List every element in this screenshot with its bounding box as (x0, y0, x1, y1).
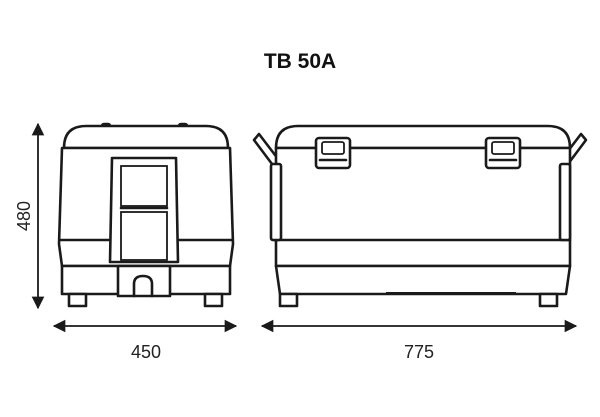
side-handle-inner (120, 211, 168, 261)
side-connector (116, 264, 172, 298)
front-latch-left (314, 136, 352, 170)
depth-dimension-label: 450 (131, 342, 161, 362)
front-base-vent (386, 292, 516, 295)
side-view (57, 122, 235, 308)
height-dimension-label: 480 (14, 201, 34, 231)
front-foot-right (538, 292, 559, 308)
front-view (252, 124, 588, 308)
side-handle-grip (120, 165, 168, 207)
front-base (274, 264, 572, 296)
front-foot-left (278, 292, 299, 308)
front-handle-mount-left (269, 162, 283, 242)
side-lid (62, 124, 230, 150)
front-handle-mount-right (558, 162, 572, 242)
side-foot-left (67, 292, 88, 308)
model-title: TB 50A (264, 50, 336, 73)
width-dimension-label: 775 (404, 342, 434, 362)
front-latch-right (484, 136, 522, 170)
side-handle-panel (108, 156, 180, 264)
side-connector-port (132, 274, 154, 298)
side-foot-right (203, 292, 224, 308)
